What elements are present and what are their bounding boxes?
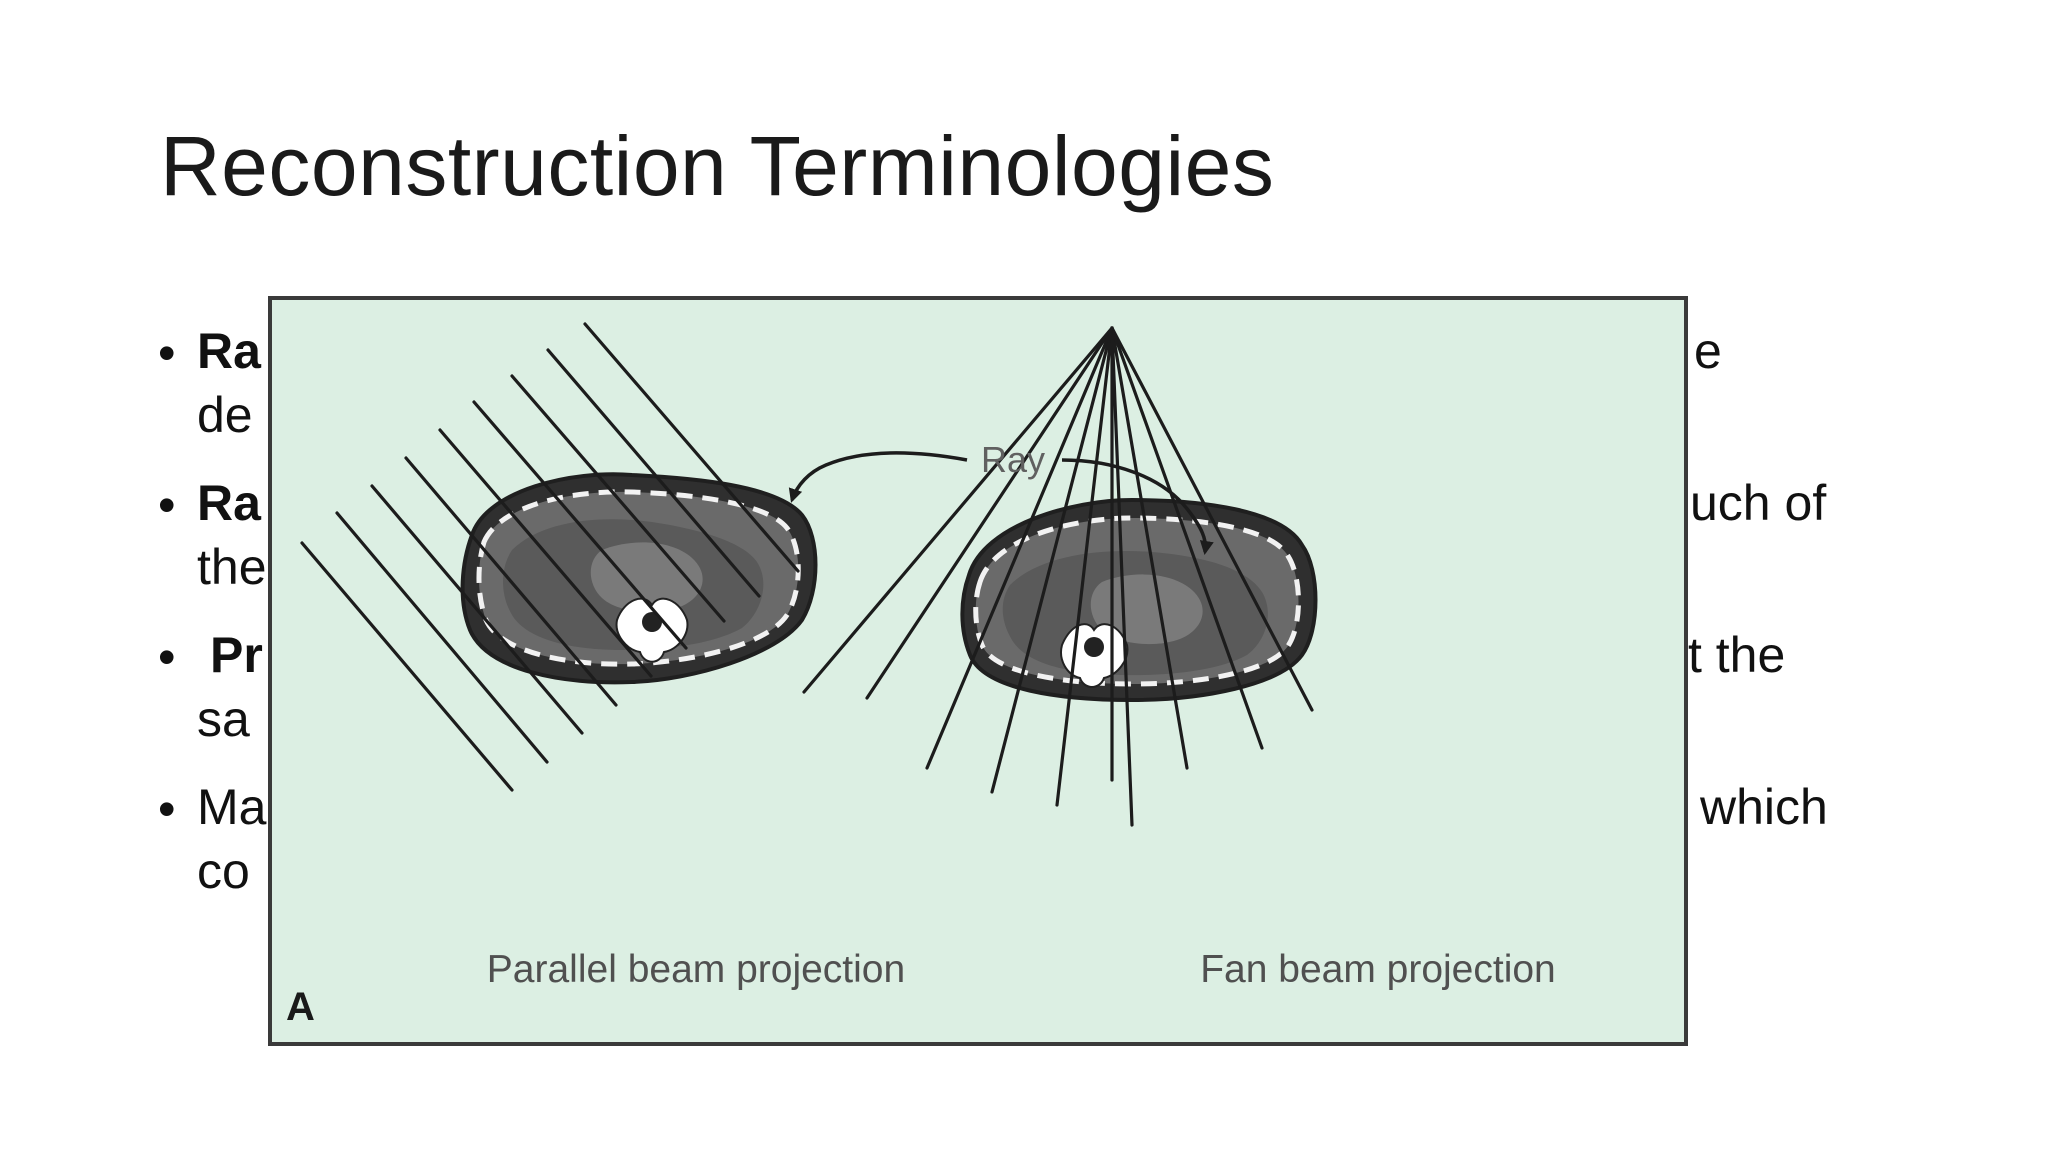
bullet-4-line2-fragment: co [197,843,250,899]
bullet-3-right-fragment: t the [1688,627,1786,683]
bullet-dot: • [158,781,176,837]
fan-body-cross-section [960,497,1318,703]
parallel-beam-label: Parallel beam projection [487,948,905,991]
projection-diagram: Ray Parallel beam projection Fan beam pr… [286,322,1556,1029]
bullet-3-fragment: Pr [210,627,263,683]
bullet-4-fragment: Ma [197,779,267,835]
bullet-4-right-fragment: which [1700,779,1828,835]
ray-arrow-right [1061,458,1214,555]
bullet-3-line2-fragment: sa [197,691,250,747]
ray-arrow-left [788,451,968,503]
ray-label: Ray [981,439,1045,480]
slide-title: Reconstruction Terminologies [160,119,1275,213]
projection-figure: Ray Parallel beam projection Fan beam pr… [268,296,1688,1046]
fan-beam-label: Fan beam projection [1200,948,1556,991]
parallel-rays [300,322,800,792]
bullet-dot: • [158,325,176,381]
bullet-1-line2-fragment: de [197,387,253,443]
panel-letter: A [286,985,315,1029]
parallel-body-cross-section [460,472,818,685]
bullet-dot: • [158,477,176,533]
bullet-1-fragment: Ra [197,323,261,379]
bullet-1-right-fragment: e [1694,323,1722,379]
bullet-2-right-fragment: uch of [1690,475,1827,531]
fan-rays [802,326,1314,827]
bullet-2-fragment: Ra [197,475,261,531]
bullet-2-line2-fragment: the [197,539,267,595]
bullet-dot: • [158,629,176,685]
